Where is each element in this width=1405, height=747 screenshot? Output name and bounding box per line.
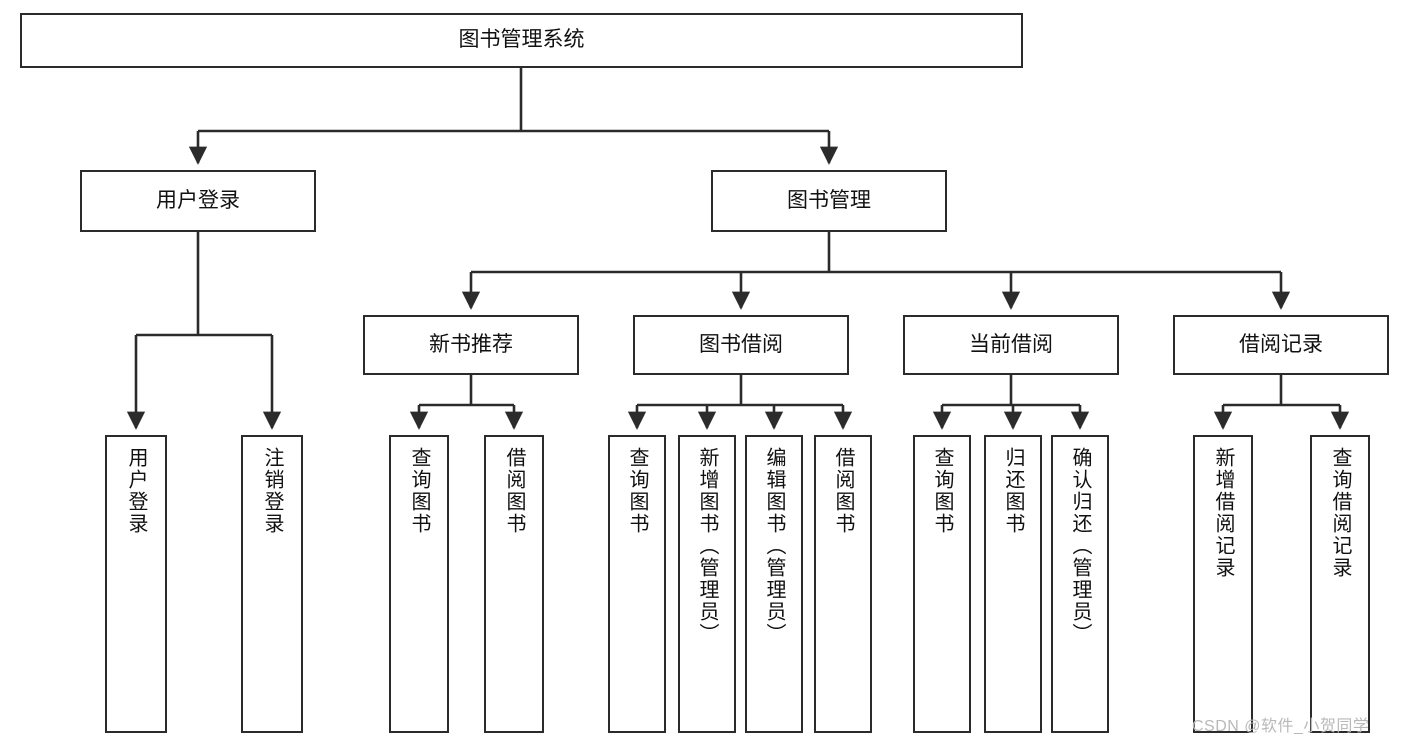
node-label: 图书管理 xyxy=(787,188,871,212)
node-label: 确认归还（管理员） xyxy=(1069,447,1091,645)
node-label: 借阅图书 xyxy=(503,447,525,535)
leaf-add-borrow-record[interactable]: 新增借阅记录 xyxy=(1193,435,1253,733)
leaf-borrow-books-recommend[interactable]: 借阅图书 xyxy=(484,435,544,733)
node-label: 用户登录 xyxy=(156,188,240,212)
node-label: 新增图书（管理员） xyxy=(696,447,718,645)
leaf-query-books-recommend[interactable]: 查询图书 xyxy=(389,435,449,733)
node-label: 归还图书 xyxy=(1002,447,1024,535)
node-new-book-recommend[interactable]: 新书推荐 xyxy=(363,315,579,375)
edge-login-to-leaves xyxy=(126,232,282,430)
edge-borrow-to-leaves xyxy=(627,375,853,430)
node-book-borrow[interactable]: 图书借阅 xyxy=(633,315,849,375)
leaf-query-borrow-record[interactable]: 查询借阅记录 xyxy=(1310,435,1370,733)
edge-records-to-leaves xyxy=(1213,375,1350,430)
node-book-management[interactable]: 图书管理 xyxy=(711,170,947,232)
node-label: 借阅记录 xyxy=(1239,332,1323,356)
node-label: 查询图书 xyxy=(931,447,953,535)
node-label: 查询借阅记录 xyxy=(1329,447,1351,579)
edge-newbook-to-leaves xyxy=(409,375,524,430)
node-label: 新书推荐 xyxy=(429,332,513,356)
node-borrow-records[interactable]: 借阅记录 xyxy=(1173,315,1389,375)
node-label: 查询图书 xyxy=(408,447,430,535)
node-label: 编辑图书（管理员） xyxy=(763,447,785,645)
leaf-confirm-return-admin[interactable]: 确认归还（管理员） xyxy=(1051,435,1109,733)
node-label: 当前借阅 xyxy=(969,332,1053,356)
node-label: 注销登录 xyxy=(261,447,283,535)
leaf-user-login[interactable]: 用户登录 xyxy=(105,435,167,733)
leaf-borrow-books[interactable]: 借阅图书 xyxy=(814,435,872,733)
leaf-add-book-admin[interactable]: 新增图书（管理员） xyxy=(678,435,736,733)
edge-current-to-leaves xyxy=(932,375,1090,430)
node-label: 图书借阅 xyxy=(699,332,783,356)
edge-bookmgmt-to-level2 xyxy=(461,232,1291,310)
node-root-system[interactable]: 图书管理系统 xyxy=(20,13,1023,68)
node-current-borrow[interactable]: 当前借阅 xyxy=(903,315,1119,375)
leaf-query-books-current[interactable]: 查询图书 xyxy=(913,435,971,733)
leaf-return-books[interactable]: 归还图书 xyxy=(984,435,1042,733)
node-label: 查询图书 xyxy=(626,447,648,535)
leaf-query-books-borrow[interactable]: 查询图书 xyxy=(608,435,666,733)
edge-root-to-level1 xyxy=(188,68,839,165)
node-label: 借阅图书 xyxy=(832,447,854,535)
node-label: 图书管理系统 xyxy=(458,28,585,52)
node-label: 新增借阅记录 xyxy=(1212,447,1234,579)
node-label: 用户登录 xyxy=(125,447,147,535)
node-user-login[interactable]: 用户登录 xyxy=(80,170,316,232)
leaf-edit-book-admin[interactable]: 编辑图书（管理员） xyxy=(745,435,803,733)
leaf-logout[interactable]: 注销登录 xyxy=(241,435,303,733)
